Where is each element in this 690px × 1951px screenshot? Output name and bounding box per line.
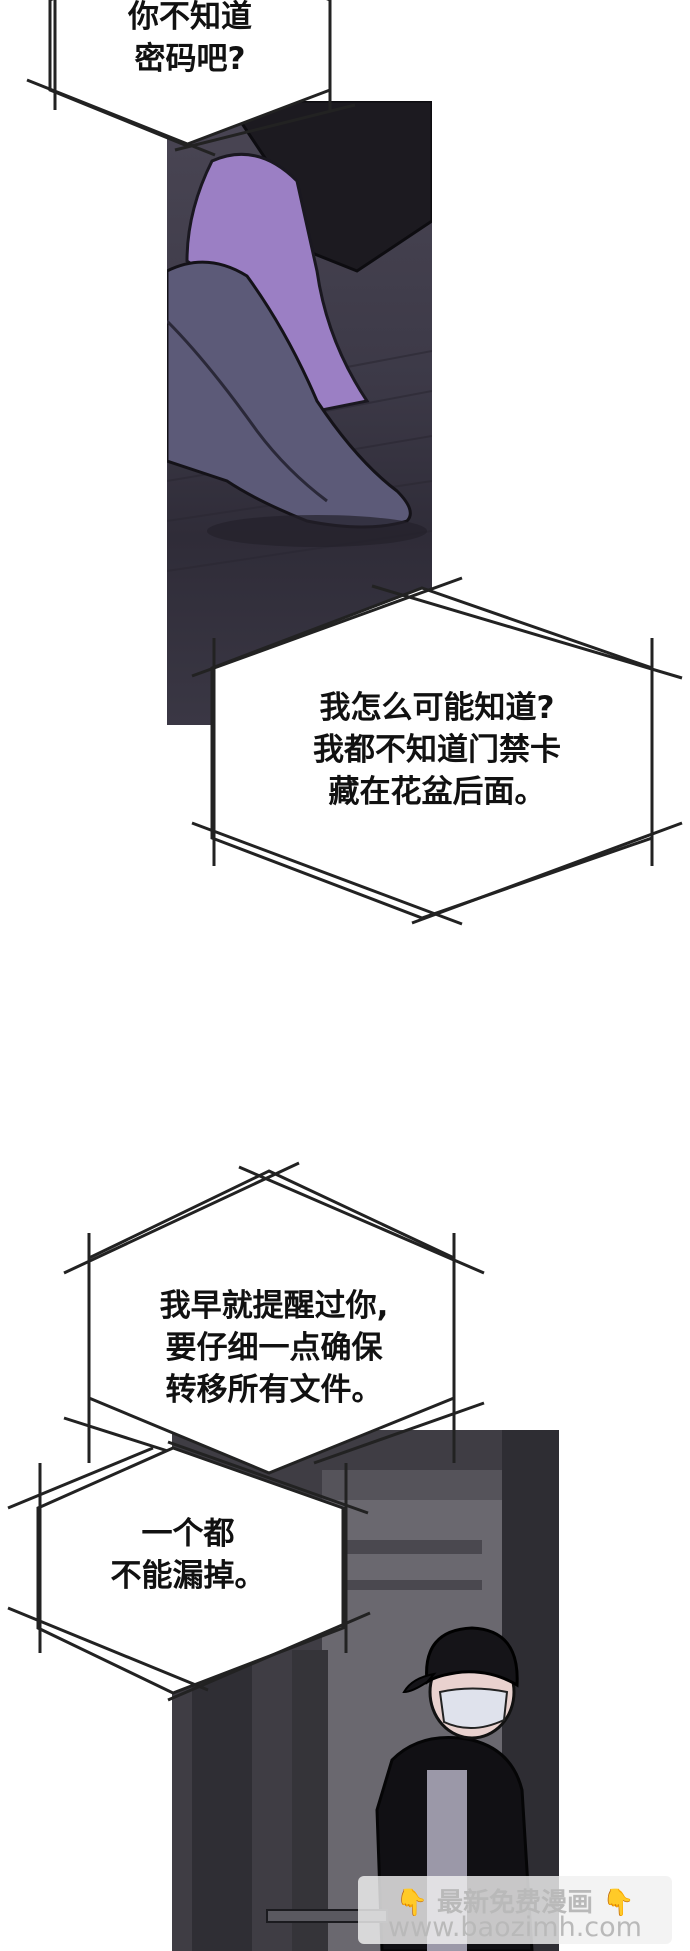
shoe-illustration	[167, 101, 432, 572]
watermark-title: 最新免费漫画	[436, 1888, 593, 1918]
speech-bubble-4: 一个都 不能漏掉。	[7, 1438, 371, 1703]
speech-bubble-1-text: 你不知道 密码吧?	[128, 0, 252, 77]
speech-bubble-outline	[7, 1440, 371, 1702]
speech-bubble-outline	[63, 1161, 485, 1475]
watermark-title-row: 👇 最新免费漫画 👇	[358, 1882, 672, 1919]
speech-bubble-2-text: 我怎么可能知道? 我都不知道门禁卡 藏在花盆后面。	[313, 690, 561, 810]
speech-bubble-outline	[26, 0, 356, 157]
speech-bubble-4-text: 一个都 不能漏掉。	[110, 1516, 266, 1594]
speech-bubble-2: 我怎么可能知道? 我都不知道门禁卡 藏在花盆后面。	[191, 576, 683, 928]
speech-bubble-3-text: 我早就提醒过你, 要仔细一点确保 转移所有文件。	[159, 1288, 389, 1408]
watermark-box[interactable]: 👇 最新免费漫画 👇 www.baozimh.com	[358, 1876, 672, 1944]
pointing-down-icon: 👇	[602, 1888, 635, 1918]
speech-bubble-1: 你不知道 密码吧?	[25, 0, 356, 157]
comic-panel-shoe	[167, 101, 432, 725]
pointing-down-icon: 👇	[395, 1888, 428, 1918]
speech-bubble-3: 我早就提醒过你, 要仔细一点确保 转移所有文件。	[63, 1161, 485, 1483]
watermark-url-link[interactable]: www.baozimh.com	[388, 1912, 642, 1943]
speech-bubble-outline	[191, 576, 683, 926]
